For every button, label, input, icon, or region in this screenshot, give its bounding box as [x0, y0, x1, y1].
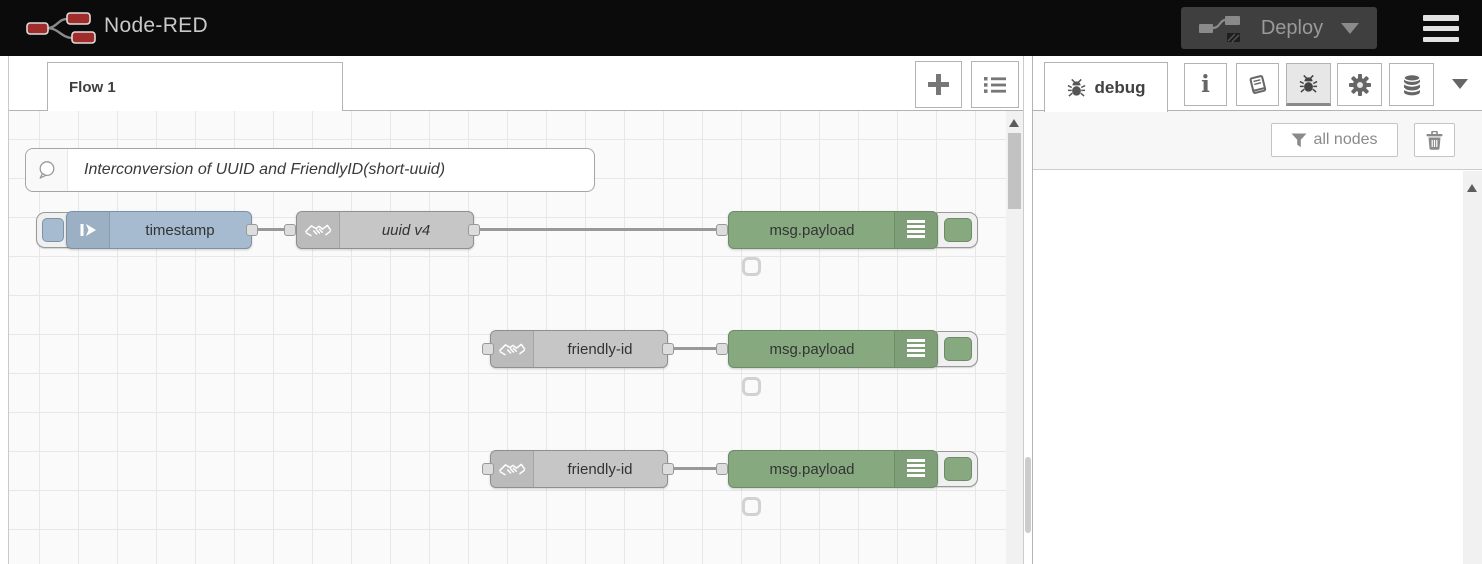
node-label: uuid v4 [381, 221, 431, 239]
sidebar-splitter[interactable] [1023, 56, 1032, 564]
sidebar-tab-config[interactable] [1337, 63, 1382, 106]
node-label: msg.payload [769, 460, 855, 478]
debug-list-icon [894, 451, 937, 487]
flow-list-button[interactable] [971, 61, 1019, 108]
inject-arrow-icon [67, 212, 110, 248]
menu-icon-bar [1423, 36, 1459, 42]
sidebar-scrollbar[interactable] [1463, 171, 1482, 564]
wire[interactable] [672, 347, 718, 350]
deploy-options-chevron-down-icon[interactable] [1341, 22, 1359, 34]
node-label: msg.payload [769, 221, 855, 239]
input-port[interactable] [716, 343, 728, 355]
comment-bubble-icon [26, 149, 68, 191]
sidebar-tab-debug-label: debug [1094, 77, 1146, 97]
node-debug-1[interactable]: msg.payload [728, 211, 938, 249]
deploy-button-label: Deploy [1260, 16, 1324, 39]
wire[interactable] [256, 228, 286, 231]
node-friendly-id-2[interactable]: friendly-id [490, 450, 668, 488]
node-uuid-v4[interactable]: uuid v4 [296, 211, 474, 249]
wire[interactable] [672, 467, 718, 470]
debug-toolbar: all nodes [1033, 111, 1482, 170]
debug-list-icon [894, 212, 937, 248]
scroll-up-arrow-icon[interactable] [1009, 119, 1019, 127]
palette-strip [0, 56, 9, 564]
flow-canvas[interactable]: Interconversion of UUID and FriendlyID(s… [9, 111, 1006, 564]
comment-node[interactable]: Interconversion of UUID and FriendlyID(s… [25, 148, 595, 192]
canvas-vertical-scrollbar[interactable] [1006, 111, 1023, 564]
scroll-up-arrow-icon[interactable] [1467, 184, 1477, 192]
node-inject-timestamp[interactable]: timestamp [66, 211, 252, 249]
app-title: Node-RED [104, 14, 208, 37]
trash-icon [1426, 130, 1443, 150]
info-icon: i [1201, 71, 1210, 98]
output-port[interactable] [468, 224, 480, 236]
output-port[interactable] [662, 463, 674, 475]
database-icon [1402, 73, 1421, 95]
gear-icon [1348, 73, 1371, 96]
sidebar-tab-help[interactable] [1236, 63, 1279, 106]
comment-text: Interconversion of UUID and FriendlyID(s… [84, 161, 446, 178]
debug-toggle-button-face [944, 457, 972, 481]
main-menu-button[interactable] [1423, 15, 1459, 42]
workspace-tab-bar: Flow 1 [9, 56, 1023, 111]
node-label: friendly-id [567, 460, 633, 478]
sidebar: debug i [1032, 56, 1482, 564]
filter-funnel-icon [1291, 133, 1307, 147]
bug-icon [1067, 78, 1085, 97]
sidebar-tab-context[interactable] [1389, 63, 1434, 106]
debug-toggle-button-face [944, 337, 972, 361]
input-port[interactable] [284, 224, 296, 236]
sidebar-tab-bar: debug i [1033, 56, 1482, 112]
node-label: friendly-id [567, 340, 633, 358]
node-red-logo-icon [26, 12, 96, 44]
debug-toggle-button[interactable] [930, 451, 978, 487]
sidebar-tab-debug-active[interactable]: debug [1044, 62, 1168, 112]
plus-icon [928, 74, 949, 95]
handshake-icon [297, 212, 340, 248]
flow-list-icon [984, 76, 1006, 93]
sidebar-tab-debug-icon[interactable] [1286, 63, 1331, 106]
sidebar-menu-chevron-down-icon[interactable] [1452, 79, 1468, 89]
debug-toggle-button[interactable] [930, 331, 978, 367]
junction[interactable] [742, 377, 761, 396]
menu-icon-bar [1423, 15, 1459, 21]
add-flow-button[interactable] [915, 61, 962, 108]
handshake-icon [491, 451, 534, 487]
book-icon [1249, 74, 1266, 94]
junction[interactable] [742, 497, 761, 516]
wire[interactable] [478, 228, 718, 231]
debug-list-icon [894, 331, 937, 367]
node-debug-3[interactable]: msg.payload [728, 450, 938, 488]
tab-flow-1[interactable]: Flow 1 [47, 62, 343, 111]
debug-filter-button[interactable]: all nodes [1271, 123, 1398, 157]
junction[interactable] [742, 257, 761, 276]
handshake-icon [491, 331, 534, 367]
bug-icon [1299, 74, 1318, 93]
node-label: timestamp [145, 221, 215, 239]
menu-icon-bar [1423, 25, 1459, 32]
input-port[interactable] [716, 463, 728, 475]
debug-clear-button[interactable] [1414, 123, 1455, 157]
node-debug-2[interactable]: msg.payload [728, 330, 938, 368]
output-port[interactable] [662, 343, 674, 355]
input-port[interactable] [716, 224, 728, 236]
input-port[interactable] [482, 343, 494, 355]
debug-toggle-button-face [944, 218, 972, 242]
debug-toggle-button[interactable] [930, 212, 978, 248]
sidebar-tab-info[interactable]: i [1184, 63, 1227, 106]
input-port[interactable] [482, 463, 494, 475]
tab-flow-1-label: Flow 1 [69, 78, 116, 96]
deploy-button[interactable]: Deploy [1181, 7, 1377, 49]
node-label: msg.payload [769, 340, 855, 358]
debug-filter-label: all nodes [1313, 131, 1378, 148]
node-friendly-id-1[interactable]: friendly-id [490, 330, 668, 368]
inject-trigger-button-face [42, 218, 64, 242]
canvas-scrollbar-thumb[interactable] [1008, 133, 1021, 209]
output-port[interactable] [246, 224, 258, 236]
deploy-icon [1199, 16, 1240, 43]
app-header: Node-RED Deploy [0, 0, 1482, 56]
splitter-drag-handle[interactable] [1025, 457, 1031, 533]
debug-message-list[interactable] [1033, 170, 1482, 563]
